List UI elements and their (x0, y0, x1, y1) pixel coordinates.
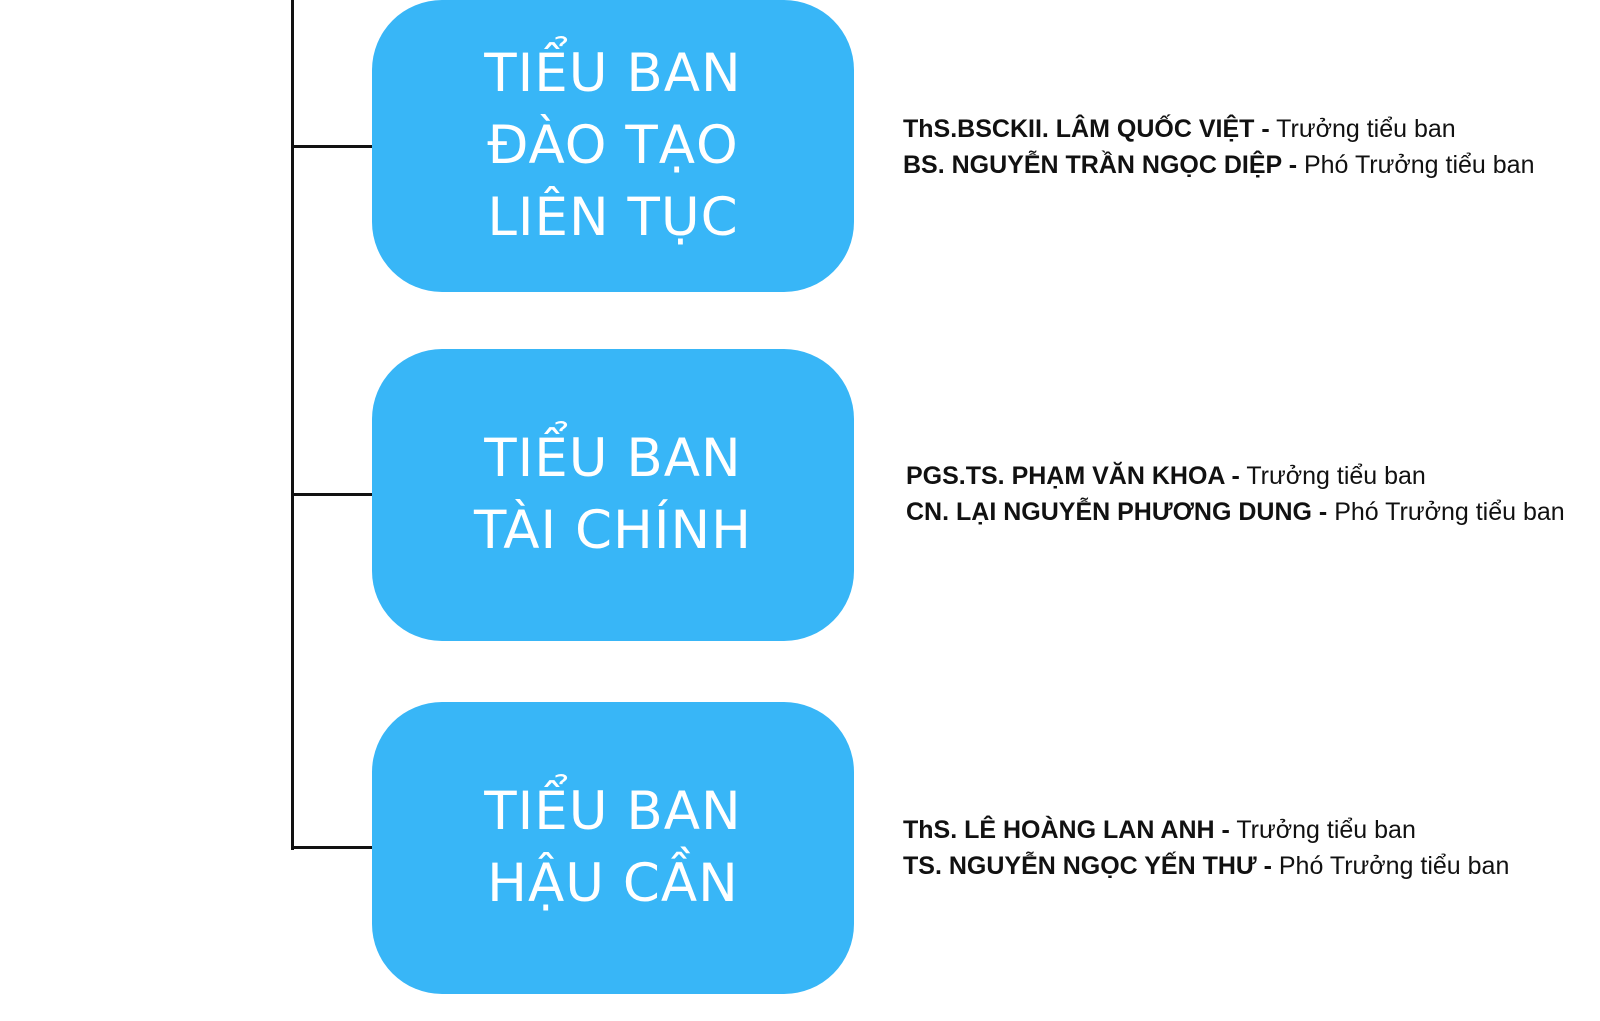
connector-branch-3 (291, 846, 373, 849)
committee-title: TIỂU BAN HẬU CẦN (484, 781, 742, 914)
member-name: PGS.TS. PHẠM VĂN KHOA - (906, 462, 1240, 490)
member-line: ThS.BSCKII. LÂM QUỐC VIỆT - Trưởng tiểu … (903, 111, 1534, 147)
member-line: CN. LẠI NGUYỄN PHƯƠNG DUNG - Phó Trưởng … (906, 494, 1565, 530)
committee-box-finance: TIỂU BAN TÀI CHÍNH (372, 349, 854, 641)
member-line: TS. NGUYỄN NGỌC YẾN THƯ - Phó Trưởng tiể… (903, 848, 1509, 884)
member-name: BS. NGUYỄN TRẦN NGỌC DIỆP - (903, 151, 1298, 179)
member-name: ThS.BSCKII. LÂM QUỐC VIỆT - (903, 115, 1270, 143)
committee-title: TIỂU BAN TÀI CHÍNH (474, 428, 752, 561)
member-role: Trưởng tiểu ban (1229, 816, 1416, 844)
member-role: Phó Trưởng tiểu ban (1271, 852, 1510, 880)
member-role: Phó Trưởng tiểu ban (1297, 151, 1535, 179)
member-name: CN. LẠI NGUYỄN PHƯƠNG DUNG - (906, 498, 1328, 526)
connector-branch-2 (291, 493, 373, 496)
member-name: TS. NGUYỄN NGỌC YẾN THƯ - (903, 852, 1272, 880)
committee-members-training: ThS.BSCKII. LÂM QUỐC VIỆT - Trưởng tiểu … (903, 111, 1534, 183)
member-line: PGS.TS. PHẠM VĂN KHOA - Trưởng tiểu ban (906, 458, 1565, 494)
committee-title: TIỂU BAN ĐÀO TẠO LIÊN TỤC (484, 43, 742, 248)
member-role: Trưởng tiểu ban (1269, 115, 1456, 143)
member-name: ThS. LÊ HOÀNG LAN ANH - (903, 816, 1230, 844)
committee-members-logistics: ThS. LÊ HOÀNG LAN ANH - Trưởng tiểu ban … (903, 812, 1509, 884)
member-role: Phó Trưởng tiểu ban (1327, 498, 1565, 526)
committee-box-training: TIỂU BAN ĐÀO TẠO LIÊN TỤC (372, 0, 854, 292)
committee-members-finance: PGS.TS. PHẠM VĂN KHOA - Trưởng tiểu ban … (906, 458, 1565, 530)
member-line: BS. NGUYỄN TRẦN NGỌC DIỆP - Phó Trưởng t… (903, 147, 1534, 183)
member-role: Trưởng tiểu ban (1239, 462, 1426, 490)
vertical-connector-line (291, 0, 294, 850)
connector-branch-1 (291, 145, 373, 148)
committee-box-logistics: TIỂU BAN HẬU CẦN (372, 702, 854, 994)
member-line: ThS. LÊ HOÀNG LAN ANH - Trưởng tiểu ban (903, 812, 1509, 848)
